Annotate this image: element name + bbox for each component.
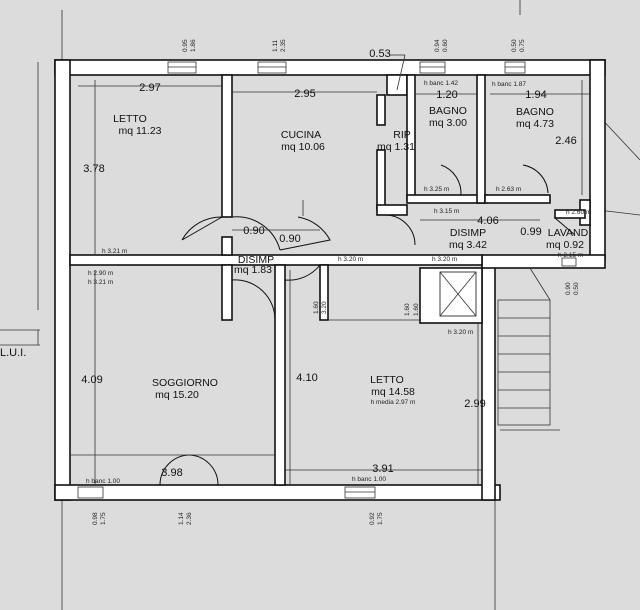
label-h290: h 2.90 m bbox=[88, 270, 113, 277]
window-label: 0.94 bbox=[434, 39, 441, 52]
label-side: L.U.I. bbox=[0, 347, 26, 359]
window-label: 0.75 bbox=[519, 39, 526, 52]
window-label: 1.60 bbox=[413, 303, 420, 316]
room-name-soggiorno: SOGGIORNO bbox=[152, 377, 218, 389]
window-label: 1.60 bbox=[313, 301, 320, 314]
room-area-disimp1: mq 1.83 bbox=[234, 264, 272, 276]
dim-2-99: 2.99 bbox=[464, 398, 485, 410]
window-label: 0.50 bbox=[573, 282, 580, 295]
window-dimension-labels: 0.95 1.86 1.11 2.35 0.94 0.60 0.50 0.75 … bbox=[92, 39, 580, 525]
label-h215: h 2.15 m bbox=[558, 252, 583, 259]
room-area-bagno2: mq 4.73 bbox=[516, 118, 554, 130]
label-hbanc-100-b: h banc 1.00 bbox=[352, 476, 386, 483]
room-area-rip: mq 1.31 bbox=[377, 141, 415, 153]
dim-4-09: 4.09 bbox=[81, 374, 102, 386]
dim-4-10: 4.10 bbox=[296, 372, 317, 384]
room-name-cucina: CUCINA bbox=[281, 129, 321, 141]
label-hbanc-187: h banc 1.87 bbox=[492, 81, 526, 88]
label-h315: h 3.15 m bbox=[434, 208, 459, 215]
window-label: 1.75 bbox=[100, 512, 107, 525]
window-label: 0.98 bbox=[92, 512, 99, 525]
window-label: 0.90 bbox=[565, 282, 572, 295]
window-label: 0.60 bbox=[442, 39, 449, 52]
label-hbanc-100-a: h banc 1.00 bbox=[86, 478, 120, 485]
dim-2-95: 2.95 bbox=[294, 88, 315, 100]
room-name-bagno1: BAGNO bbox=[429, 105, 467, 117]
label-h260: h 2.60 m bbox=[566, 209, 591, 216]
dim-0-90-b: 0.90 bbox=[279, 233, 300, 245]
dim-3-78: 3.78 bbox=[83, 163, 104, 175]
window-label: 1.75 bbox=[377, 512, 384, 525]
window-label: 3.20 bbox=[321, 301, 328, 314]
label-h321-a: h 3.21 m bbox=[102, 248, 127, 255]
label-h325: h 3.25 m bbox=[424, 186, 449, 193]
room-area-letto2: mq 14.58 bbox=[371, 386, 415, 398]
dim-0-90-a: 0.90 bbox=[243, 225, 264, 237]
room-area-disimp2: mq 3.42 bbox=[449, 239, 487, 251]
room-name-lavand: LAVAND bbox=[548, 227, 589, 239]
label-hbanc-142: h banc 1.42 bbox=[424, 80, 458, 87]
dim-2-46: 2.46 bbox=[555, 135, 576, 147]
room-labels: LETTO mq 11.23 CUCINA mq 10.06 RIP mq 1.… bbox=[113, 105, 588, 406]
window-label: 0.50 bbox=[511, 39, 518, 52]
room-area-soggiorno: mq 15.20 bbox=[155, 389, 199, 401]
window-label: 2.36 bbox=[186, 512, 193, 525]
label-h320-c: h 3.20 m bbox=[448, 329, 473, 336]
room-name-disimp1: DISIMP bbox=[238, 254, 274, 266]
shaft bbox=[439, 271, 477, 317]
room-name-rip: RIP bbox=[393, 129, 411, 141]
label-h320-a: h 3.20 m bbox=[338, 256, 363, 263]
dim-0-53: 0.53 bbox=[369, 48, 390, 60]
window-label: 0.95 bbox=[182, 39, 189, 52]
window-label: 2.35 bbox=[280, 39, 287, 52]
dim-2-97: 2.97 bbox=[139, 82, 160, 94]
room-note-letto2: h media 2.97 m bbox=[371, 399, 416, 406]
window-label: 1.60 bbox=[404, 303, 411, 316]
room-name-letto2: LETTO bbox=[370, 374, 404, 386]
room-area-letto1: mq 11.23 bbox=[119, 125, 162, 137]
room-area-lavand: mq 0.92 bbox=[546, 239, 584, 251]
stairs bbox=[497, 267, 551, 426]
dim-3-98: 3.98 bbox=[161, 467, 182, 479]
dimension-labels: 2.97 2.95 0.53 1.20 1.94 3.78 2.46 0.90 … bbox=[81, 48, 576, 479]
room-name-letto1: LETTO bbox=[113, 113, 147, 125]
dim-0-99: 0.99 bbox=[520, 226, 541, 238]
windows bbox=[77, 61, 577, 499]
window-label: 1.11 bbox=[272, 39, 279, 52]
doors bbox=[159, 164, 576, 486]
room-area-bagno1: mq 3.00 bbox=[429, 117, 467, 129]
height-labels: h 3.21 m h 2.90 m h 3.21 m h 3.20 m h 3.… bbox=[0, 80, 591, 485]
dim-3-91: 3.91 bbox=[372, 463, 393, 475]
label-h321-b: h 3.21 m bbox=[88, 279, 113, 286]
room-area-cucina: mq 10.06 bbox=[281, 141, 325, 153]
dim-1-20: 1.20 bbox=[436, 89, 457, 101]
window-label: 0.92 bbox=[369, 512, 376, 525]
dim-1-94: 1.94 bbox=[525, 89, 546, 101]
room-name-bagno2: BAGNO bbox=[516, 106, 554, 118]
label-h320-b: h 3.20 m bbox=[432, 256, 457, 263]
room-name-disimp2: DISIMP bbox=[450, 227, 486, 239]
dimension-lines bbox=[70, 54, 590, 485]
window-label: 1.14 bbox=[178, 512, 185, 525]
label-h263: h 2.63 m bbox=[496, 186, 521, 193]
window-label: 1.86 bbox=[190, 39, 197, 52]
dim-4-06: 4.06 bbox=[477, 215, 498, 227]
